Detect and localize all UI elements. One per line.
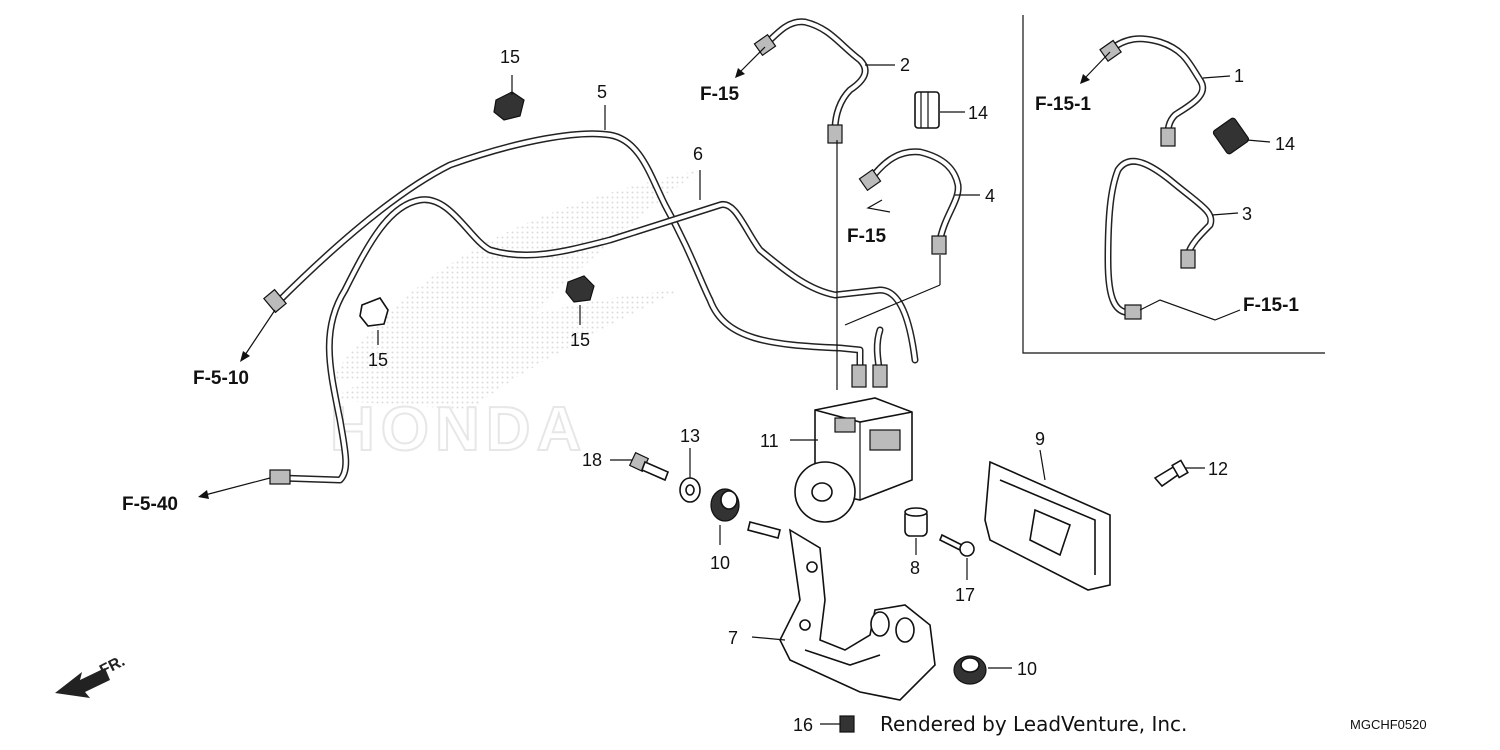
leader-lines bbox=[198, 46, 1271, 725]
pipe-clamp-15-left[interactable] bbox=[359, 297, 389, 327]
pipe-clamp-15-mid[interactable] bbox=[565, 275, 595, 303]
bolt-18[interactable] bbox=[628, 451, 670, 482]
callout-13[interactable]: 13 bbox=[680, 426, 700, 446]
rubber-mount-10-upper[interactable] bbox=[710, 488, 740, 522]
brake-pipe-2[interactable] bbox=[761, 18, 869, 134]
honda-watermark-text: HONDA bbox=[330, 395, 587, 464]
pipe-clamp-15-top[interactable] bbox=[493, 91, 525, 121]
callout-15-mid[interactable]: 15 bbox=[570, 330, 590, 350]
callout-4[interactable]: 4 bbox=[985, 186, 995, 206]
brake-pipe-1[interactable] bbox=[1106, 35, 1206, 139]
callout-12[interactable]: 12 bbox=[1208, 459, 1228, 479]
honda-wing-watermark: HONDA bbox=[329, 170, 700, 465]
ref-f15-1-bottom[interactable]: F-15-1 bbox=[1243, 295, 1299, 316]
callout-1[interactable]: 1 bbox=[1234, 66, 1244, 86]
bolt-16[interactable] bbox=[839, 715, 855, 733]
front-direction-indicator: FR. bbox=[55, 653, 128, 698]
ref-f5-40[interactable]: F-5-40 bbox=[122, 494, 178, 515]
callout-18[interactable]: 18 bbox=[582, 450, 602, 470]
callout-9[interactable]: 9 bbox=[1035, 429, 1045, 449]
collar-8[interactable] bbox=[904, 507, 928, 537]
callout-16[interactable]: 16 bbox=[793, 715, 813, 735]
callout-7[interactable]: 7 bbox=[728, 628, 738, 648]
brake-pipe-5[interactable] bbox=[271, 130, 864, 374]
callout-6[interactable]: 6 bbox=[693, 144, 703, 164]
bolt-12[interactable] bbox=[1153, 459, 1189, 488]
footer-credit: Rendered by LeadVenture, Inc. bbox=[880, 712, 1187, 736]
reference-labels: F-15 F-15 F-15-1 F-15-1 F-5-10 F-5-40 bbox=[122, 84, 1299, 515]
diagram-code: MGCHF0520 bbox=[1350, 717, 1427, 732]
abs-modulator-11[interactable] bbox=[794, 397, 913, 523]
callout-2[interactable]: 2 bbox=[900, 55, 910, 75]
callout-numbers: 1 2 3 4 5 6 7 8 9 10 10 11 12 13 14 14 1… bbox=[368, 47, 1295, 735]
stud-bolt bbox=[747, 521, 781, 539]
callout-15-top[interactable]: 15 bbox=[500, 47, 520, 67]
ref-f15-1-top[interactable]: F-15-1 bbox=[1035, 94, 1091, 115]
collar-13[interactable] bbox=[679, 477, 701, 503]
ref-f5-10[interactable]: F-5-10 bbox=[193, 368, 249, 389]
bolt-17[interactable] bbox=[938, 533, 975, 557]
callout-10-upper[interactable]: 10 bbox=[710, 553, 730, 573]
callout-14[interactable]: 14 bbox=[968, 103, 988, 123]
callout-8[interactable]: 8 bbox=[910, 558, 920, 578]
pipe-fittings bbox=[263, 33, 1196, 485]
callout-11[interactable]: 11 bbox=[760, 431, 779, 451]
callout-15-left[interactable]: 15 bbox=[368, 350, 388, 370]
bracket-7[interactable] bbox=[779, 528, 936, 701]
cover-9[interactable] bbox=[984, 460, 1111, 591]
callout-5[interactable]: 5 bbox=[597, 82, 607, 102]
inset-frame bbox=[1022, 15, 1325, 354]
brake-pipe-4[interactable] bbox=[866, 148, 962, 244]
callout-17[interactable]: 17 bbox=[955, 585, 975, 605]
callout-10-lower[interactable]: 10 bbox=[1017, 659, 1037, 679]
ref-f15-top[interactable]: F-15 bbox=[700, 84, 740, 105]
front-arrow-icon bbox=[55, 668, 110, 698]
rubber-mount-10-lower[interactable] bbox=[953, 655, 987, 685]
brake-pipe-3[interactable] bbox=[1104, 157, 1215, 317]
front-label: FR. bbox=[97, 653, 128, 680]
callout-3[interactable]: 3 bbox=[1242, 204, 1252, 224]
clip-14[interactable] bbox=[914, 91, 940, 129]
clip-14-inset[interactable] bbox=[1212, 117, 1250, 155]
ref-f15-mid[interactable]: F-15 bbox=[847, 226, 887, 247]
callout-14-inset[interactable]: 14 bbox=[1275, 134, 1295, 154]
